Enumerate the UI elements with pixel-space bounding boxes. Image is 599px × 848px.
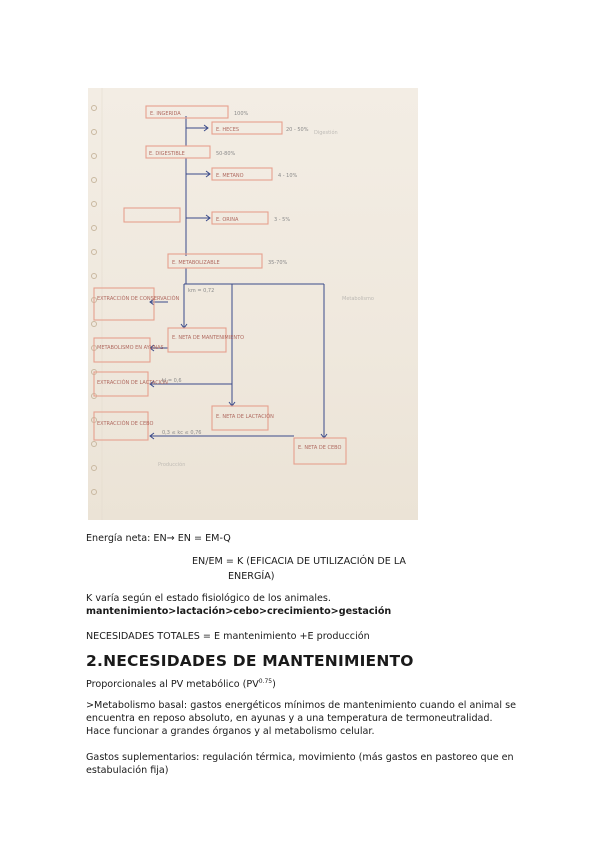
pct-heces: 20 - 50%	[286, 127, 309, 133]
node-digestible: E. DIGESTIBLE	[149, 151, 185, 157]
note-digestion: Digestión	[314, 129, 338, 136]
necesidades-totales: NECESIDADES TOTALES = E mantenimiento +E…	[86, 631, 370, 642]
metabolismo-basal: >Metabolismo basal: gastos energéticos m…	[86, 700, 516, 738]
pct-metabolizable: 35-70%	[268, 260, 288, 266]
box-metano	[211, 167, 273, 181]
pct-ingerida: 100%	[234, 111, 249, 117]
note-produccion: Producción	[158, 461, 185, 468]
en-em-line2: ENERGÍA)	[228, 571, 275, 582]
pct-metano: 4 - 10%	[278, 173, 298, 179]
note-metabolismo: Metabolismo	[342, 296, 374, 302]
en-em-line1: EN/EM = K (EFICACIA DE UTILIZACIÓN DE LA	[192, 556, 406, 567]
box-cebo	[293, 437, 347, 465]
node-extr-cebo: EXTRACCIÓN DE CEBO	[97, 420, 153, 427]
box-metabolizable	[167, 253, 263, 269]
k-mantenimiento: km = 0,72	[188, 288, 214, 294]
proporcionales-text: Proporcionales al PV metabólico (PV	[86, 679, 259, 691]
box-digestible	[145, 145, 211, 159]
node-mantenimiento: E. NETA DE MANTENIMIENTO	[172, 335, 244, 341]
proporcionales-end: )	[272, 679, 276, 691]
proporcionales: Proporcionales al PV metabólico (PV0.75)	[86, 675, 276, 691]
node-lactacion: E. NETA DE LACTACIÓN	[216, 413, 274, 420]
section-heading: 2.NECESIDADES DE MANTENIMIENTO	[86, 652, 414, 670]
exponent: 0.75	[258, 678, 273, 685]
k-varia: K varía según el estado fisiológico de l…	[86, 593, 331, 604]
box-metabolismo-ayunas	[93, 337, 151, 363]
box-extr-conservacion	[93, 287, 155, 321]
box-mantenimiento	[167, 327, 227, 353]
box-lactacion	[211, 405, 269, 431]
node-orina: E. ORINA	[216, 217, 239, 223]
box-heces	[211, 121, 283, 135]
node-extr-conservacion: EXTRACCIÓN DE CONSERVACIÓN	[97, 295, 180, 302]
k-lactacion: kl = 0,6	[162, 378, 182, 384]
box-metabolizable-intermediate	[123, 207, 181, 223]
diagram-photo: E. INGERIDA 100% E. HECES 20 - 50% E. DI…	[88, 88, 418, 520]
node-cebo: E. NETA DE CEBO	[298, 445, 342, 451]
node-extr-lactacion: EXTRACCIÓN DE LACTACIÓN	[97, 379, 168, 386]
node-metano: E. METANO	[216, 173, 244, 179]
pct-digestible: 50-80%	[216, 151, 236, 157]
box-extr-lactacion	[93, 371, 149, 397]
gastos-suplementarios: Gastos suplementarios: regulación térmic…	[86, 752, 514, 777]
node-heces: E. HECES	[216, 127, 239, 133]
box-extr-cebo	[93, 411, 149, 441]
energia-neta: Energía neta: EN→ EN = EM-Q	[86, 533, 231, 544]
box-ingerida	[145, 105, 229, 119]
box-orina	[211, 211, 269, 225]
node-metabolizable: E. METABOLIZABLE	[172, 260, 220, 266]
orden-eficacia: mantenimiento>lactación>cebo>crecimiento…	[86, 606, 392, 617]
node-metabolismo-ayunas: METABOLISMO EN AYUNAS	[97, 345, 164, 351]
k-cebo: 0,3 ≤ kc ≤ 0,76	[162, 430, 201, 436]
pct-orina: 3 - 5%	[274, 217, 290, 223]
energy-flow-diagram: E. INGERIDA 100% E. HECES 20 - 50% E. DI…	[91, 88, 374, 520]
node-ingerida: E. INGERIDA	[150, 111, 181, 117]
